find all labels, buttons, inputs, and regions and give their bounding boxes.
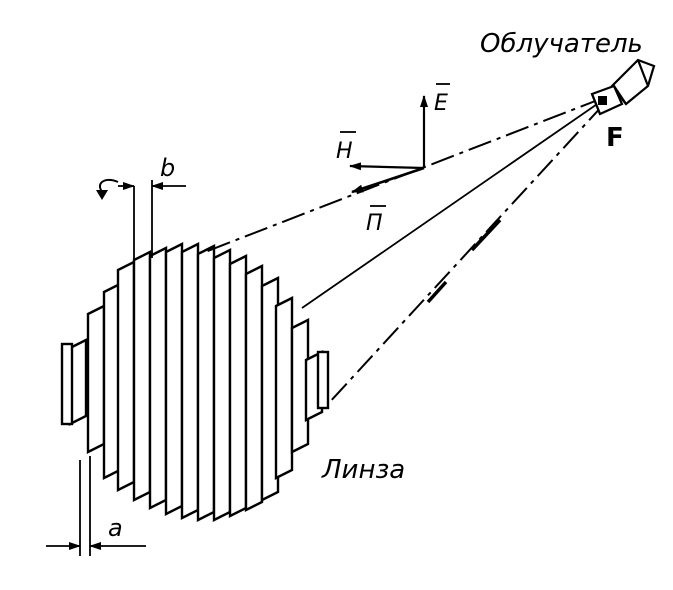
feed-label: Облучатель <box>480 29 643 59</box>
lens-plate <box>196 244 216 522</box>
e-vector-label-group: E <box>434 83 450 116</box>
ray-axis-stroke-2 <box>426 280 448 304</box>
feed-horn <box>590 58 656 116</box>
dimension-a <box>46 456 146 556</box>
lens-plate <box>290 318 310 454</box>
lens-plate <box>180 242 200 520</box>
poynting-vector-arrow <box>351 166 425 194</box>
lens-plates <box>60 242 330 522</box>
h-vector-label: H <box>336 139 353 164</box>
lens-end-tab <box>60 342 74 426</box>
lens-plate <box>132 250 152 502</box>
lens-plate <box>244 264 264 512</box>
lens-label: Линза <box>321 455 405 485</box>
lens-plate <box>164 242 184 516</box>
ray-middle <box>301 99 604 309</box>
lens-plate <box>212 248 232 522</box>
lens-plate <box>260 276 280 502</box>
dimension-b <box>96 178 186 262</box>
lens-plate <box>86 304 106 454</box>
field-vectors <box>349 95 428 194</box>
lens-plate <box>274 296 294 480</box>
ray-axis-stroke-1 <box>470 218 502 252</box>
h-vector-label-group: H <box>336 131 356 164</box>
lens-plate <box>148 246 168 510</box>
lens-end-tab <box>316 350 330 410</box>
focus-label: F <box>606 123 624 153</box>
ray-lower <box>327 103 605 405</box>
h-vector-arrow <box>349 162 425 171</box>
poynting-vector-label: П <box>366 211 383 236</box>
e-vector-label: E <box>434 91 448 116</box>
lens-plate <box>228 254 248 518</box>
spacing-b-label: b <box>160 154 175 182</box>
lens-plate <box>116 260 136 492</box>
poynting-vector-label-group: П <box>366 205 386 236</box>
width-a-label: a <box>108 514 123 542</box>
